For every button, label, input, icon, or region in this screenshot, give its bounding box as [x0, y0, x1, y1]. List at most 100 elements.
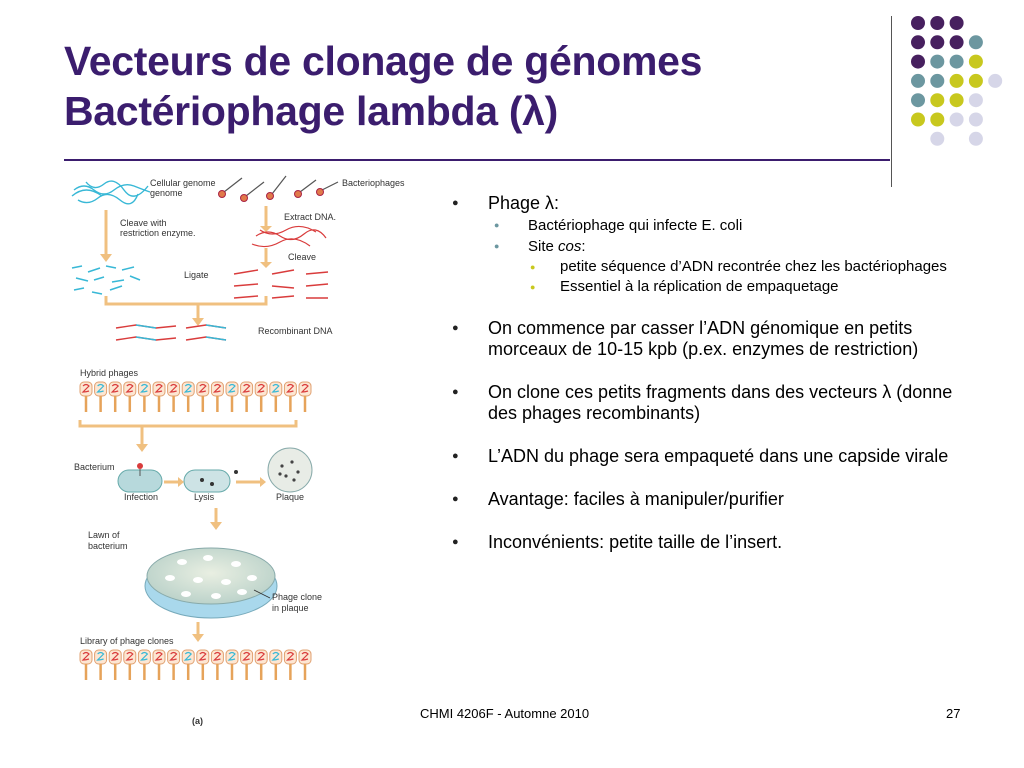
- bullet-packaging: L’ADN du phage sera empaqueté dans une c…: [452, 446, 972, 467]
- phage-dna: [154, 383, 163, 393]
- decor-dot: [930, 54, 945, 69]
- phage-dna: [227, 383, 236, 393]
- decor-vertical-rule: [891, 16, 892, 187]
- phage-dna: [212, 651, 222, 661]
- label-infection: Infection: [124, 492, 158, 502]
- label-cleave-with: Cleave with: [120, 218, 167, 228]
- decor-dot: [930, 35, 945, 50]
- label-cleave: Cleave: [288, 252, 316, 262]
- decor-dot: [949, 35, 964, 50]
- decor-dot: [911, 35, 925, 50]
- petri-dish-image: [144, 547, 278, 619]
- bullet-site-cos: Site cos:: [452, 237, 972, 256]
- phage-dna: [271, 383, 280, 393]
- genome-fragments-image: [71, 265, 141, 295]
- label-bacterium: Bacterium: [74, 462, 115, 472]
- decor-dot: [988, 73, 1003, 88]
- label-lawn-1: Lawn of: [88, 530, 120, 540]
- label-library: Library of phage clones: [80, 636, 174, 646]
- bullet-clone-fragments: On clone ces petits fragments dans des v…: [452, 382, 972, 424]
- decor-dot: [911, 16, 925, 30]
- phage-dna: [285, 651, 295, 661]
- site-cos-term: cos: [558, 238, 582, 255]
- decor-dot: [949, 73, 964, 88]
- library-phages-row: [79, 649, 312, 680]
- decor-dot: [968, 54, 983, 69]
- label-ligate: Ligate: [184, 270, 209, 280]
- label-recombinant-dna: Recombinant DNA: [258, 326, 333, 336]
- label-cellular-genome: Cellular genome: [150, 178, 216, 188]
- phage-dna: [169, 383, 178, 393]
- phage-dna: [256, 383, 266, 393]
- phage-dna: [139, 651, 149, 661]
- phage-dna: [300, 651, 309, 661]
- decor-dot: [930, 112, 945, 127]
- site-cos-prefix: Site: [528, 238, 559, 255]
- phage-dna: [300, 383, 309, 393]
- decor-dot: [930, 16, 945, 30]
- label-lawn-2: bacterium: [88, 541, 128, 551]
- phage-dna: [169, 651, 178, 661]
- phage-dna: [242, 651, 251, 661]
- infection-step-image: [117, 463, 163, 493]
- phage-dna: [110, 383, 120, 393]
- label-phage-clone-2: in plaque: [272, 603, 309, 613]
- decor-dot: [968, 131, 983, 146]
- footer-course: CHMI 4206F - Automne 2010: [420, 706, 590, 721]
- decor-dot: [930, 73, 945, 88]
- label-lysis: Lysis: [194, 492, 215, 502]
- decor-dot: [930, 93, 945, 108]
- label-extract-dna: Extract DNA.: [284, 212, 336, 222]
- phage-dna: [285, 383, 295, 393]
- bullet-short-sequence: petite séquence d’ADN recontrée chez les…: [452, 258, 972, 276]
- decor-dot: [911, 73, 925, 88]
- figure-panel-label: (a): [192, 716, 203, 726]
- label-hybrid-phages: Hybrid phages: [80, 368, 139, 378]
- cellular-genome-image: [71, 180, 151, 205]
- label-restriction-enzyme: restriction enzyme.: [120, 228, 196, 238]
- decor-dot: [930, 131, 945, 146]
- lysis-step-image: [183, 469, 238, 493]
- label-phage-clone-1: Phage clone: [272, 592, 322, 602]
- label-bacteriophages: Bacteriophages: [342, 178, 405, 188]
- phage-dna: [198, 383, 207, 393]
- phage-dna-image: [251, 225, 327, 248]
- decor-dot: [949, 54, 964, 69]
- phage-dna: [96, 383, 105, 393]
- label-genome-line2: genome: [150, 188, 183, 198]
- decor-dot: [949, 16, 964, 30]
- phage-dna: [242, 383, 251, 393]
- phage-dna: [81, 651, 90, 661]
- slide-title: Vecteurs de clonage de génomes Bactériop…: [64, 36, 702, 136]
- bullet-advantage: Avantage: faciles à manipuler/purifier: [452, 489, 972, 510]
- bullet-phage-infects: Bactériophage qui infecte E. coli: [452, 216, 972, 235]
- phage-dna: [125, 383, 134, 393]
- phage-dna: [125, 651, 134, 661]
- bullet-disadvantage: Inconvénients: petite taille de l’insert…: [452, 532, 972, 553]
- phage-cloning-figure: Cellular genome genome Bacteriophages Cl…: [71, 175, 405, 680]
- site-cos-suffix: :: [581, 238, 586, 255]
- title-line-2: Bactériophage lambda (λ): [64, 88, 559, 134]
- decor-dot: [911, 112, 925, 127]
- phage-dna: [198, 651, 207, 661]
- phage-dna: [154, 651, 163, 661]
- decor-dot: [968, 112, 983, 127]
- phage-dna: [183, 383, 193, 393]
- phage-dna: [212, 383, 222, 393]
- bullet-list: Phage λ: Bactériophage qui infecte E. co…: [452, 193, 972, 553]
- phage-dna: [96, 651, 105, 661]
- phage-dna: [139, 383, 149, 393]
- decor-dot: [949, 112, 964, 127]
- phage-dna: [256, 651, 266, 661]
- bacteriophages-image: [218, 175, 339, 202]
- title-line-1: Vecteurs de clonage de génomes: [64, 38, 703, 84]
- hybrid-phages-row: [79, 381, 312, 412]
- decor-dot: [949, 93, 964, 108]
- phage-dna: [271, 651, 280, 661]
- bullet-essential-packaging: Essentiel à la réplication de empaquetag…: [452, 278, 972, 296]
- title-underline: [64, 159, 890, 161]
- decor-dot: [911, 93, 925, 108]
- footer-page-number: 27: [946, 706, 961, 721]
- phage-arms-image: [233, 269, 329, 299]
- decor-dot: [968, 93, 983, 108]
